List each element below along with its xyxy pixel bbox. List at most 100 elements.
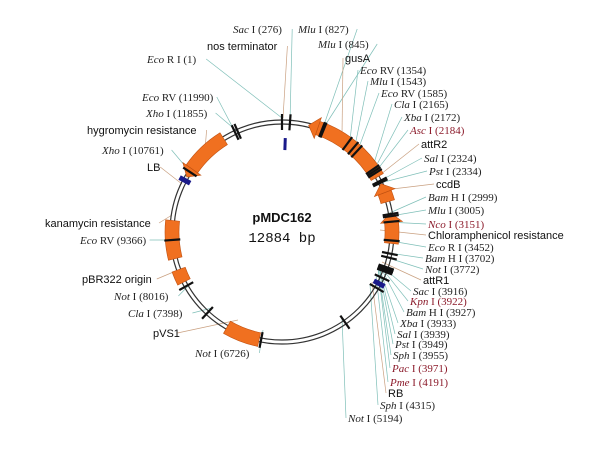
enzyme-name: Eco [79, 235, 98, 247]
restriction-site-label: Not I (5194) [347, 413, 403, 425]
cut-position: R I (1) [164, 54, 196, 66]
enzyme-name: Sal [424, 153, 438, 165]
enzyme-name: Eco [359, 65, 378, 77]
hygromycin-arrow [185, 132, 228, 174]
restriction-site-label: Cla I (7398) [128, 308, 183, 320]
restriction-site-label: Eco RV (1354) [359, 65, 426, 77]
restriction-site-label: Xho I (11855) [145, 108, 208, 120]
cut-position: I (10761) [120, 145, 164, 157]
cut-position: I (6726) [211, 348, 250, 360]
enzyme-name: Asc [409, 125, 426, 137]
restriction-site-label: Mlu I (3005) [427, 205, 485, 217]
enzyme-name: Not [347, 413, 365, 425]
cut-position: I (827) [316, 24, 349, 36]
enzyme-name: Bam [425, 253, 445, 265]
enzyme-name: Not [194, 348, 212, 360]
site-tick [371, 176, 388, 186]
enzyme-name: Kpn [409, 296, 429, 308]
cut-position: I (2324) [438, 153, 477, 165]
lb-marker [178, 175, 192, 186]
cut-position: I (2165) [410, 99, 449, 111]
site-tick [378, 264, 394, 272]
enzyme-name: Cla [128, 308, 144, 320]
site-tick [258, 331, 264, 349]
cut-position: I (3005) [446, 205, 485, 217]
pvs1-block [223, 320, 261, 347]
site-tick [369, 282, 385, 293]
leader-line [369, 283, 379, 406]
restriction-site-label: Xba I (2172) [403, 112, 461, 124]
enzyme-name: Sph [380, 400, 397, 412]
cut-position: I (3955) [410, 350, 449, 362]
cut-position: I (11855) [164, 108, 208, 120]
cut-position: I (3772) [441, 264, 480, 276]
restriction-site-label: Eco RV (11990) [141, 92, 214, 104]
leader-line [159, 166, 183, 185]
leader-line [282, 45, 288, 119]
enzyme-name: Cla [394, 99, 410, 111]
cut-position: I (3933) [418, 318, 457, 330]
site-tick [201, 306, 214, 320]
enzyme-name: Mlu [369, 76, 388, 88]
enzyme-name: Pac [391, 363, 409, 375]
cut-position: I (276) [249, 24, 282, 36]
enzyme-name: Not [424, 264, 442, 276]
site-tick [380, 254, 397, 261]
site-tick [366, 166, 382, 177]
cut-position: I (3939) [411, 329, 450, 341]
feature-label: pVS1 [153, 328, 180, 340]
cut-position: I (2334) [443, 166, 482, 178]
leader-line [379, 170, 428, 184]
plasmid-name: pMDC162 [252, 210, 311, 225]
plasmid-size: 12884 bp [248, 231, 315, 247]
enzyme-name: Sac [233, 24, 249, 36]
feature-label: LB [147, 162, 160, 174]
cut-position: R I (3452) [445, 242, 494, 254]
enzyme-name: Xho [145, 108, 164, 120]
leader-line [289, 28, 293, 123]
site-tick [164, 238, 181, 242]
cut-position: I (4315) [397, 400, 436, 412]
site-tick [365, 164, 380, 176]
site-tick [376, 267, 393, 276]
restriction-site-label: Sph I (4315) [380, 400, 435, 412]
site-tick [319, 122, 328, 138]
enzyme-name: Pme [389, 377, 410, 389]
restriction-site-label: Xba I (3933) [399, 318, 457, 330]
cut-position: RV (11990) [159, 92, 213, 104]
ccdB-arrow-head [373, 183, 396, 198]
restriction-site-label: Not I (8016) [113, 291, 169, 303]
cut-position: I (3971) [409, 363, 448, 375]
enzyme-name: Sph [393, 350, 410, 362]
enzyme-name: Not [113, 291, 131, 303]
enzyme-name: Mlu [427, 205, 446, 217]
cut-position: I (845) [336, 39, 369, 51]
feature-label: attR2 [421, 139, 447, 151]
enzyme-name: Pst [428, 166, 444, 178]
enzyme-name: Eco [380, 88, 399, 100]
restriction-site-label: Eco R I (1) [146, 54, 197, 66]
feature-label: ccdB [436, 179, 460, 191]
cut-position: I (2172) [422, 112, 461, 124]
enzyme-name: Mlu [297, 24, 316, 36]
leader-line [341, 57, 344, 136]
restriction-site-label: Eco RV (9366) [79, 235, 146, 247]
site-tick [178, 281, 194, 292]
feature-label: RB [388, 388, 403, 400]
cut-position: H I (3702) [445, 253, 495, 265]
feature-label: gusA [345, 53, 371, 65]
site-tick [383, 219, 400, 224]
site-tick [381, 250, 398, 257]
chloramphenicol-arrow [384, 221, 400, 245]
cut-position: I (3922) [428, 296, 467, 308]
leader-line [205, 58, 283, 119]
cut-position: RV (1354) [377, 65, 426, 77]
restriction-site-label: Eco RV (1585) [380, 88, 447, 100]
restriction-site-label: Bam H I (2999) [428, 192, 498, 204]
enzyme-name: Eco [427, 242, 446, 254]
feature-label: kanamycin resistance [45, 218, 151, 230]
restriction-site-label: Pst I (3949) [394, 339, 448, 351]
feature-label: Chloramphenicol resistance [428, 230, 564, 242]
leader-line [372, 116, 403, 173]
